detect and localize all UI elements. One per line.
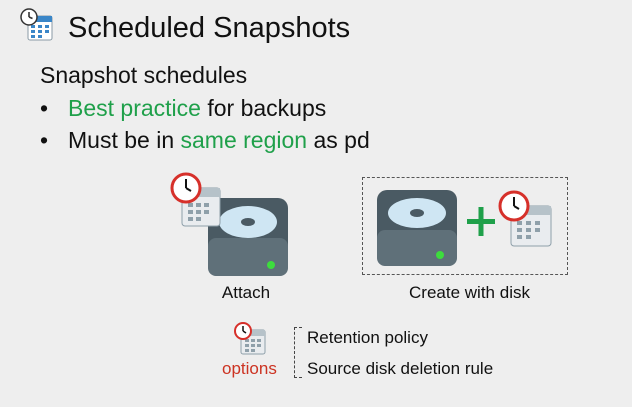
highlight-same-region: same region (180, 127, 308, 153)
attach-label: Attach (221, 283, 271, 302)
calendar-clock-icon (20, 8, 53, 41)
options-bracket (294, 327, 302, 378)
bullet-marker: • (40, 95, 49, 121)
bullet-same-region: • Must be in same region as pd (40, 126, 370, 154)
schedule-options-icon (234, 322, 266, 355)
bullet-text: for backups (200, 95, 327, 121)
clock-icon (498, 190, 530, 222)
bullet-best-practice: • Best practice for backups (40, 94, 326, 122)
hard-disk-icon (208, 198, 288, 276)
subtitle: Snapshot schedules (40, 62, 248, 88)
highlight-best-practice: Best practice (68, 95, 201, 121)
create-with-disk-box (362, 177, 568, 275)
options-label: options (222, 359, 277, 378)
create-with-disk-label: Create with disk (409, 283, 530, 302)
create-with-disk-diagram (377, 190, 552, 266)
option-source-disk-deletion-rule: Source disk deletion rule (307, 359, 494, 378)
bullet-text: as pd (307, 127, 370, 153)
slide-title: Scheduled Snapshots (68, 12, 351, 44)
hard-disk-icon (377, 190, 457, 266)
option-retention-policy: Retention policy (307, 328, 428, 347)
attach-diagram (170, 172, 288, 276)
plus-icon (467, 207, 495, 236)
bullet-text: Must be in (68, 127, 181, 153)
bullet-marker: • (40, 127, 49, 153)
clock-icon (170, 172, 202, 204)
